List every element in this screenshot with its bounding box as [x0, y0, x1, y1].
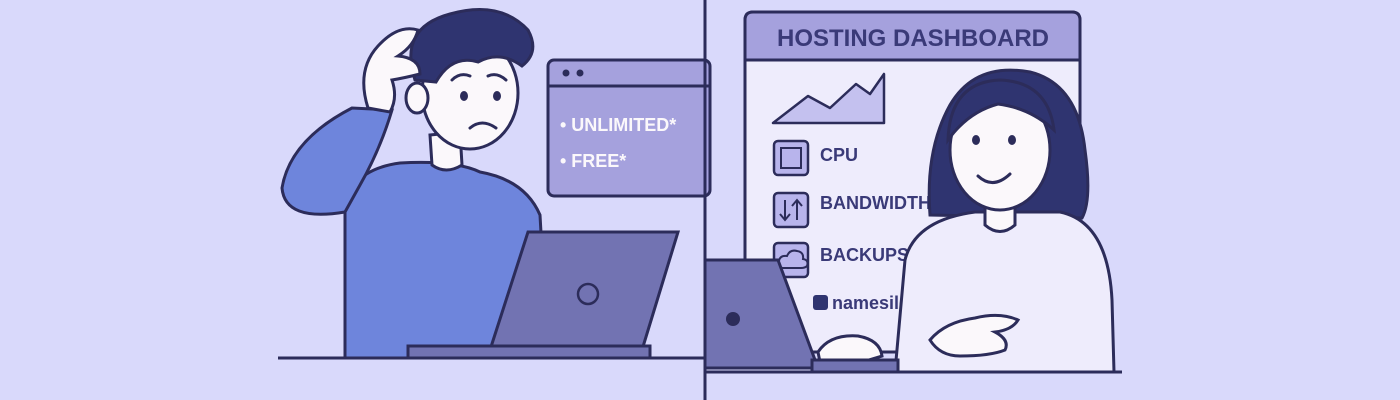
dashboard-item-label: BACKUPS	[820, 245, 909, 265]
popup-line-unlimited: • UNLIMITED*	[560, 115, 676, 135]
cpu-chip-icon	[780, 147, 802, 169]
man-laptop	[406, 230, 681, 360]
window-dot-icon	[576, 69, 584, 77]
dashboard-item-bandwidth: BANDWIDTH	[772, 191, 931, 229]
dashboard-item-label: CPU	[820, 145, 858, 165]
brand-name: namesilo	[832, 293, 910, 313]
man-hair	[409, 8, 535, 84]
namesilo-logo: namesilo	[813, 293, 910, 313]
line-graph-icon	[771, 72, 886, 125]
popup-line-free: • FREE*	[560, 151, 626, 171]
laptop-logo-icon	[576, 282, 600, 306]
up-down-arrows-icon	[779, 198, 803, 222]
woman-hand	[928, 313, 1021, 358]
namesilo-logo-icon	[813, 295, 828, 310]
laptop-logo-icon	[726, 312, 740, 326]
window-dot-icon	[562, 69, 570, 77]
confused-man-scene: • UNLIMITED* • FREE*	[278, 8, 712, 360]
dashboard-title: HOSTING DASHBOARD	[777, 25, 1049, 52]
man-raised-arm	[280, 106, 394, 216]
man-hand	[362, 27, 422, 114]
dashboard-item-label: BANDWIDTH	[820, 193, 931, 213]
woman-laptop	[703, 258, 900, 374]
left-popup-window: • UNLIMITED* • FREE*	[546, 58, 712, 198]
smiling-woman	[816, 68, 1116, 374]
dashboard-item-cpu: CPU	[772, 139, 858, 177]
